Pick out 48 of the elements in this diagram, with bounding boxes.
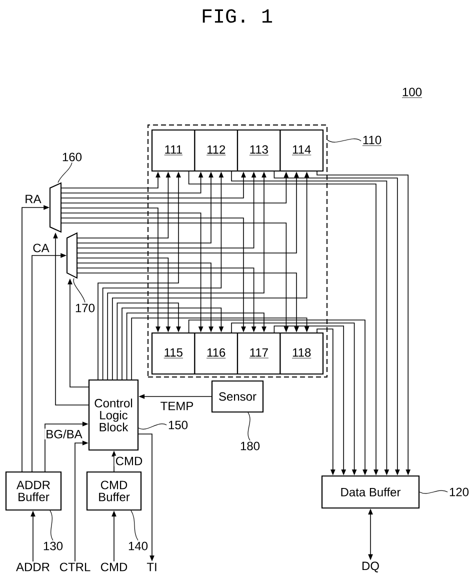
dashed-group-box xyxy=(148,124,328,378)
signal-label: CMD xyxy=(100,562,128,572)
multiplexer xyxy=(66,232,78,279)
leader-line xyxy=(419,490,448,494)
signal-label: CTRL xyxy=(60,562,90,572)
signal-label: DQ xyxy=(362,562,379,572)
reference-number: 100 xyxy=(402,88,422,98)
reference-number: 180 xyxy=(240,442,260,450)
reference-number: 120 xyxy=(450,488,469,496)
leader-line xyxy=(58,162,72,183)
reference-number: 170 xyxy=(76,304,95,312)
memory-bank-box: 118 xyxy=(280,332,324,375)
reference-number: 110 xyxy=(362,136,382,146)
connector xyxy=(122,308,224,380)
memory-bank-box: 115 xyxy=(151,332,196,375)
edge-label: RA xyxy=(24,194,42,204)
memory-bank-box: 114 xyxy=(280,129,324,172)
edge-label: BG/BA xyxy=(44,428,84,440)
connector xyxy=(116,302,181,380)
connector xyxy=(126,312,266,380)
edge-label: CMD xyxy=(114,456,144,466)
memory-bank-box: 116 xyxy=(194,332,238,375)
signal-label: TI xyxy=(146,562,156,572)
process-box: Control Logic Block xyxy=(88,379,139,451)
reference-number: 160 xyxy=(62,152,82,162)
leader-line xyxy=(73,278,86,303)
process-box: CMD Buffer xyxy=(86,471,142,511)
connector xyxy=(131,318,310,380)
multiplexer xyxy=(50,182,62,233)
leader-line xyxy=(248,412,250,441)
process-box: ADDR Buffer xyxy=(5,471,62,511)
leader-line xyxy=(130,510,138,541)
reference-number: 140 xyxy=(128,542,148,550)
reference-number: 150 xyxy=(168,420,188,430)
memory-bank-box: 117 xyxy=(236,332,281,375)
memory-bank-box: 112 xyxy=(194,129,238,172)
memory-bank-box: 113 xyxy=(236,129,281,172)
leader-line xyxy=(138,424,167,430)
memory-bank-box: 111 xyxy=(151,129,196,172)
process-box: Sensor xyxy=(211,380,264,413)
signal-label: ADDR xyxy=(16,562,50,572)
leader-line xyxy=(327,138,362,142)
reference-number: 130 xyxy=(44,542,63,550)
process-box: Data Buffer xyxy=(321,475,420,509)
leader-line xyxy=(50,510,54,541)
edge-label: CA xyxy=(32,242,50,254)
edge-label: TEMP xyxy=(159,400,195,412)
figure-title: FIG. 1 xyxy=(202,9,272,23)
